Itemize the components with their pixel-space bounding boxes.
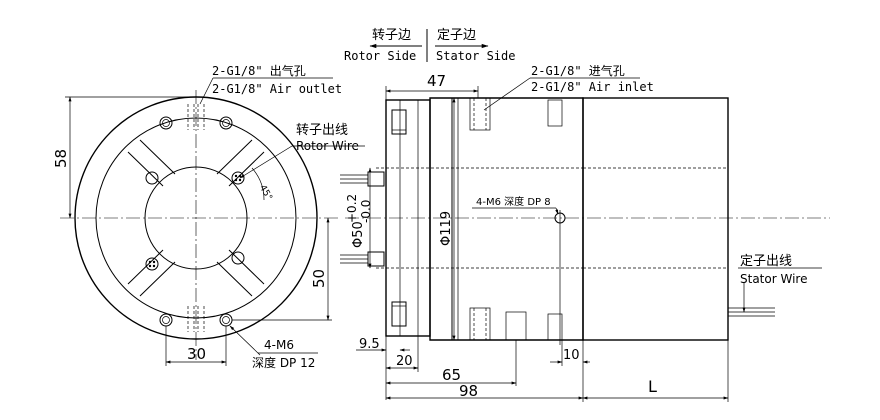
svg-text:+0.2: +0.2: [345, 194, 359, 223]
dim-L: L: [582, 340, 729, 402]
rotor-wire-leader: [239, 145, 293, 179]
side-header: 转子边 Rotor Side 定子边 Stator Side: [344, 28, 515, 63]
stator-body: [582, 97, 729, 341]
svg-text:定子出线: 定子出线: [740, 254, 792, 269]
svg-text:30: 30: [187, 345, 206, 363]
svg-text:50: 50: [310, 269, 328, 288]
air-inlet-label-cn: 2-G1/8" 进气孔: [531, 63, 625, 78]
air-inlet-label-en: 2-G1/8" Air inlet: [531, 80, 654, 94]
svg-text:L: L: [648, 377, 657, 396]
dim-od: Φ119: [439, 97, 456, 341]
stator-wires: [728, 307, 775, 317]
air-outlet-label-cn: 2-G1/8" 出气孔: [212, 63, 306, 78]
svg-text:Stator Wire: Stator Wire: [740, 272, 807, 286]
svg-text:58: 58: [52, 149, 70, 168]
left-upper-hole: [145, 171, 159, 185]
svg-text:深度 DP 12: 深度 DP 12: [252, 355, 315, 370]
dim-58: 58: [52, 96, 190, 219]
rotor-wires: [340, 171, 385, 267]
dim-98: 98: [385, 340, 584, 402]
air-outlet-leader: [199, 77, 214, 105]
front-view: 45° 2-G1/8" 出气孔 2-G1/8" Air outlet 转子出线 …: [52, 63, 365, 370]
air-outlet-hidden: [187, 104, 205, 332]
svg-text:Φ119: Φ119: [439, 211, 454, 246]
dim-30: 30: [165, 326, 227, 366]
flange-circle: [95, 117, 297, 319]
flange-tab-top: [391, 109, 407, 135]
dim-47: 47: [385, 72, 479, 100]
air-inlet-leader: [483, 77, 531, 111]
svg-text:-0.0: -0.0: [359, 200, 373, 223]
svg-text:4-M6 深度 DP 8: 4-M6 深度 DP 8: [476, 195, 551, 208]
svg-text:9.5: 9.5: [359, 337, 380, 352]
bore-circle: [144, 166, 248, 270]
air-inlet-ports: [469, 97, 563, 341]
angle-label: 45°: [257, 184, 274, 203]
rotor-side-cn: 转子边: [372, 28, 411, 43]
outer-circle: [74, 96, 318, 340]
hole-callout: 4-M6 深度 DP 12: [229, 325, 318, 370]
stator-side-cn: 定子边: [437, 28, 476, 43]
wire-dots-lower: [148, 260, 156, 268]
dim-9-5: 9.5: [356, 337, 410, 352]
wire-hole-lower: [145, 257, 159, 271]
dim-10: 10: [550, 340, 590, 366]
svg-text:20: 20: [396, 354, 413, 369]
svg-text:47: 47: [427, 72, 446, 90]
svg-text:10: 10: [563, 348, 580, 363]
flange-tab-bottom: [391, 301, 407, 327]
svg-text:65: 65: [442, 366, 461, 384]
svg-text:Φ50: Φ50: [351, 221, 366, 248]
rotor-wire-label-en: Rotor Wire: [296, 139, 359, 153]
wire-hole-upper: [231, 171, 245, 185]
dim-bore: Φ50 +0.2 -0.0: [345, 167, 373, 269]
right-lower-hole: [231, 251, 245, 265]
svg-text:4-M6: 4-M6: [264, 338, 294, 352]
thread-note: 4-M6 深度 DP 8: [472, 195, 559, 215]
side-view: 2-G1/8" 进气孔 2-G1/8" Air inlet 47 Φ50 +0.…: [340, 63, 830, 402]
dim-65: 65: [385, 340, 517, 386]
dim-50: 50: [232, 217, 332, 321]
svg-text:98: 98: [459, 382, 478, 400]
air-outlet-label-en: 2-G1/8" Air outlet: [212, 82, 342, 96]
rotor-wire-label-cn: 转子出线: [296, 123, 348, 138]
dim-20: 20: [385, 336, 419, 400]
stator-wire-label: 定子出线 Stator Wire: [738, 254, 822, 313]
stator-side-en: Stator Side: [436, 49, 515, 63]
rotor-side-en: Rotor Side: [344, 49, 416, 63]
